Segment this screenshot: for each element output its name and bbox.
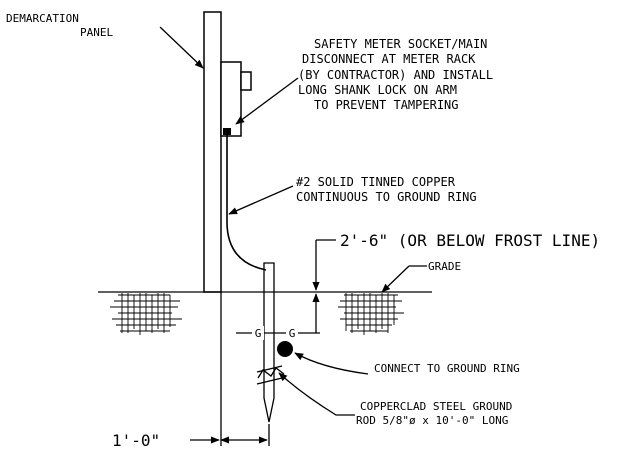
connect-label: CONNECT TO GROUND RING	[374, 362, 520, 375]
g-mark-right: G	[289, 327, 296, 340]
copper-label-line1: #2 SOLID TINNED COPPER	[296, 175, 456, 189]
meter-label-line2: DISCONNECT AT METER RACK	[302, 52, 476, 66]
meter-label-line5: TO PREVENT TAMPERING	[314, 98, 459, 112]
depth-label: 2'-6" (OR BELOW FROST LINE)	[340, 231, 600, 250]
soil-hatch-left	[110, 293, 182, 335]
demarcation-label-line2: PANEL	[80, 26, 113, 39]
rod-leader	[278, 372, 355, 416]
meter-label-line3: (BY CONTRACTOR) AND INSTALL	[298, 68, 493, 82]
meter-socket-conduit-block	[223, 128, 231, 135]
rod-label-line2: ROD 5/8"ø x 10'-0" LONG	[356, 414, 508, 427]
g-mark-left: G	[255, 327, 262, 340]
ground-rod	[263, 262, 275, 423]
meter-label-line1: SAFETY METER SOCKET/MAIN	[314, 37, 487, 51]
grade-label: GRADE	[428, 260, 461, 273]
demarcation-leader	[159, 26, 204, 69]
copper-label-line2: CONTINUOUS TO GROUND RING	[296, 190, 477, 204]
distance-label: 1'-0"	[112, 431, 160, 450]
meter-leader	[235, 77, 299, 125]
grade-leader-diag	[381, 265, 410, 293]
demarcation-label-line1: DEMARCATION	[6, 12, 79, 25]
ground-ring-conductor	[277, 341, 293, 357]
copper-leader	[228, 185, 294, 215]
meter-socket-knob	[240, 71, 252, 91]
meter-label-line4: LONG SHANK LOCK ON ARM	[298, 83, 457, 97]
soil-hatch-right	[338, 293, 404, 335]
connect-leader	[294, 352, 369, 375]
copper-conductor	[226, 135, 267, 271]
demarcation-panel	[203, 11, 222, 293]
rod-label-line1: COPPERCLAD STEEL GROUND	[360, 400, 512, 413]
rod-break-mark	[256, 365, 285, 385]
meter-socket-box	[220, 61, 242, 137]
